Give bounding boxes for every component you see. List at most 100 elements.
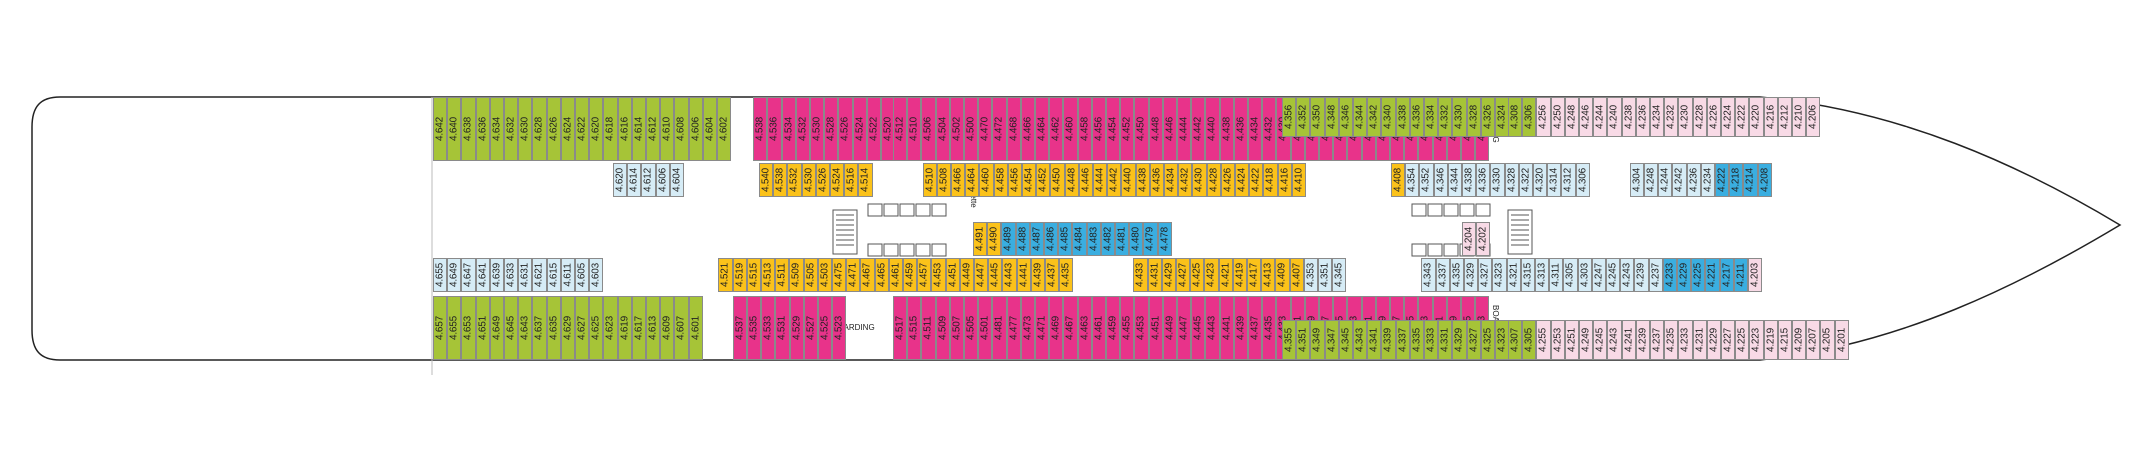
- cabin-4-471[interactable]: 4.471: [1035, 296, 1050, 360]
- cabin-4-335[interactable]: 4.335: [1409, 320, 1424, 360]
- cabin-4-233[interactable]: 4.233: [1678, 320, 1693, 360]
- cabin-4-511[interactable]: 4.511: [921, 296, 936, 360]
- cabin-4-613[interactable]: 4.613: [646, 296, 661, 360]
- cabin-4-313[interactable]: 4.313: [1535, 258, 1550, 292]
- cabin-4-534[interactable]: 4.534: [781, 97, 796, 161]
- cabin-4-434[interactable]: 4.434: [1164, 163, 1179, 197]
- cabin-4-506[interactable]: 4.506: [921, 97, 936, 161]
- cabin-4-426[interactable]: 4.426: [1220, 163, 1235, 197]
- cabin-4-461[interactable]: 4.461: [888, 258, 903, 292]
- cabin-4-657[interactable]: 4.657: [433, 296, 448, 360]
- cabin-4-464[interactable]: 4.464: [1035, 97, 1050, 161]
- cabin-4-343[interactable]: 4.343: [1421, 258, 1436, 292]
- cabin-4-521[interactable]: 4.521: [718, 258, 733, 292]
- cabin-4-452[interactable]: 4.452: [1120, 97, 1135, 161]
- cabin-4-351[interactable]: 4.351: [1318, 258, 1333, 292]
- cabin-4-500[interactable]: 4.500: [964, 97, 979, 161]
- cabin-4-536[interactable]: 4.536: [767, 97, 782, 161]
- cabin-4-464[interactable]: 4.464: [965, 163, 980, 197]
- cabin-4-409[interactable]: 4.409: [1275, 258, 1290, 292]
- cabin-4-204[interactable]: 4.204: [1461, 222, 1476, 256]
- cabin-4-329[interactable]: 4.329: [1452, 320, 1467, 360]
- cabin-4-335[interactable]: 4.335: [1449, 258, 1464, 292]
- cabin-4-619[interactable]: 4.619: [617, 296, 632, 360]
- cabin-4-523[interactable]: 4.523: [832, 296, 847, 360]
- cabin-4-442[interactable]: 4.442: [1107, 163, 1122, 197]
- cabin-4-435[interactable]: 4.435: [1059, 258, 1074, 292]
- cabin-4-437[interactable]: 4.437: [1045, 258, 1060, 292]
- cabin-4-504[interactable]: 4.504: [935, 97, 950, 161]
- cabin-4-473[interactable]: 4.473: [1020, 296, 1035, 360]
- cabin-4-478[interactable]: 4.478: [1157, 222, 1172, 256]
- cabin-4-641[interactable]: 4.641: [475, 258, 490, 292]
- cabin-4-451[interactable]: 4.451: [1148, 296, 1163, 360]
- cabin-4-214[interactable]: 4.214: [1743, 163, 1758, 197]
- cabin-4-340[interactable]: 4.340: [1381, 97, 1396, 137]
- cabin-4-351[interactable]: 4.351: [1296, 320, 1311, 360]
- cabin-4-244[interactable]: 4.244: [1658, 163, 1673, 197]
- cabin-4-407[interactable]: 4.407: [1289, 258, 1304, 292]
- cabin-4-427[interactable]: 4.427: [1176, 258, 1191, 292]
- cabin-4-219[interactable]: 4.219: [1763, 320, 1778, 360]
- cabin-4-447[interactable]: 4.447: [974, 258, 989, 292]
- cabin-4-623[interactable]: 4.623: [603, 296, 618, 360]
- cabin-4-617[interactable]: 4.617: [631, 296, 646, 360]
- cabin-4-538[interactable]: 4.538: [753, 97, 768, 161]
- cabin-4-461[interactable]: 4.461: [1091, 296, 1106, 360]
- cabin-4-537[interactable]: 4.537: [732, 296, 747, 360]
- cabin-4-616[interactable]: 4.616: [617, 97, 632, 161]
- cabin-4-453[interactable]: 4.453: [1134, 296, 1149, 360]
- cabin-4-339[interactable]: 4.339: [1381, 320, 1396, 360]
- cabin-4-446[interactable]: 4.446: [1162, 97, 1177, 161]
- cabin-4-605[interactable]: 4.605: [575, 258, 590, 292]
- cabin-4-462[interactable]: 4.462: [1049, 97, 1064, 161]
- cabin-4-421[interactable]: 4.421: [1218, 258, 1233, 292]
- cabin-4-436[interactable]: 4.436: [1233, 97, 1248, 161]
- cabin-4-449[interactable]: 4.449: [959, 258, 974, 292]
- cabin-4-484[interactable]: 4.484: [1072, 222, 1087, 256]
- cabin-4-253[interactable]: 4.253: [1550, 320, 1565, 360]
- cabin-4-459[interactable]: 4.459: [1106, 296, 1121, 360]
- cabin-4-638[interactable]: 4.638: [461, 97, 476, 161]
- cabin-4-511[interactable]: 4.511: [775, 258, 790, 292]
- cabin-4-338[interactable]: 4.338: [1395, 97, 1410, 137]
- cabin-4-603[interactable]: 4.603: [589, 258, 604, 292]
- cabin-4-333[interactable]: 4.333: [1424, 320, 1439, 360]
- cabin-4-338[interactable]: 4.338: [1462, 163, 1477, 197]
- cabin-4-515[interactable]: 4.515: [746, 258, 761, 292]
- cabin-4-345[interactable]: 4.345: [1338, 320, 1353, 360]
- cabin-4-626[interactable]: 4.626: [546, 97, 561, 161]
- cabin-4-243[interactable]: 4.243: [1607, 320, 1622, 360]
- cabin-4-612[interactable]: 4.612: [646, 97, 661, 161]
- cabin-4-212[interactable]: 4.212: [1777, 97, 1792, 137]
- cabin-4-306[interactable]: 4.306: [1575, 163, 1590, 197]
- cabin-4-250[interactable]: 4.250: [1550, 97, 1565, 137]
- cabin-4-229[interactable]: 4.229: [1706, 320, 1721, 360]
- cabin-4-463[interactable]: 4.463: [1077, 296, 1092, 360]
- cabin-4-636[interactable]: 4.636: [475, 97, 490, 161]
- cabin-4-222[interactable]: 4.222: [1715, 163, 1730, 197]
- cabin-4-483[interactable]: 4.483: [1086, 222, 1101, 256]
- cabin-4-432[interactable]: 4.432: [1178, 163, 1193, 197]
- cabin-4-450[interactable]: 4.450: [1134, 97, 1149, 161]
- cabin-4-224[interactable]: 4.224: [1721, 97, 1736, 137]
- cabin-4-620[interactable]: 4.620: [589, 97, 604, 161]
- cabin-4-602[interactable]: 4.602: [717, 97, 732, 161]
- cabin-4-526[interactable]: 4.526: [815, 163, 830, 197]
- cabin-4-220[interactable]: 4.220: [1749, 97, 1764, 137]
- cabin-4-604[interactable]: 4.604: [669, 163, 684, 197]
- cabin-4-354[interactable]: 4.354: [1405, 163, 1420, 197]
- cabin-4-466[interactable]: 4.466: [951, 163, 966, 197]
- cabin-4-653[interactable]: 4.653: [461, 296, 476, 360]
- cabin-4-241[interactable]: 4.241: [1621, 320, 1636, 360]
- cabin-4-640[interactable]: 4.640: [447, 97, 462, 161]
- cabin-4-438[interactable]: 4.438: [1135, 163, 1150, 197]
- cabin-4-315[interactable]: 4.315: [1520, 258, 1535, 292]
- cabin-4-225[interactable]: 4.225: [1691, 258, 1706, 292]
- cabin-4-651[interactable]: 4.651: [475, 296, 490, 360]
- cabin-4-439[interactable]: 4.439: [1233, 296, 1248, 360]
- cabin-4-341[interactable]: 4.341: [1367, 320, 1382, 360]
- cabin-4-488[interactable]: 4.488: [1015, 222, 1030, 256]
- cabin-4-532[interactable]: 4.532: [795, 97, 810, 161]
- cabin-4-513[interactable]: 4.513: [761, 258, 776, 292]
